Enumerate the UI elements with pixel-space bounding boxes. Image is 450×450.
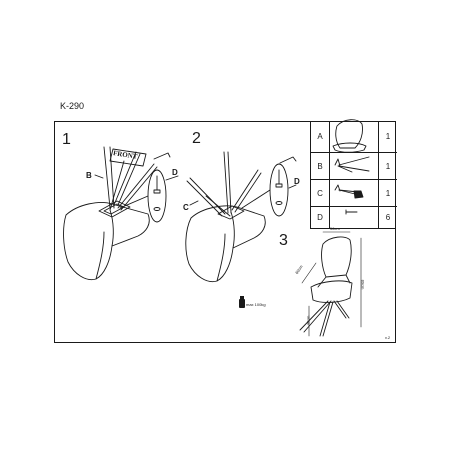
part-c-icon [334,184,364,199]
part-quantity: 1 [385,132,391,141]
step2-legs [186,151,262,217]
parts-table: A 1 B 1 C 1 D 6 [310,121,397,229]
step-1-number: 1 [62,131,71,148]
part-letter: C [317,189,323,198]
step2-detail-oval [241,163,289,217]
parts-row-a: A 1 [311,121,397,153]
part-a-icon [332,119,367,153]
step-2-number: 2 [192,130,201,147]
instruction-frame [54,121,396,343]
step1-chair-seat [63,202,150,281]
max-load-weight-icon [239,296,245,308]
part-letter: B [317,162,323,171]
step2-label-d: D [294,177,300,186]
part-quantity: 1 [385,189,391,198]
max-load-label: max 100kg [246,302,266,307]
step2-label-leaders [189,184,297,206]
parts-row-b: B 1 [311,153,397,180]
step2-label-c: C [183,203,189,212]
step3-dimension-lines [301,231,362,337]
dimension-height: 89cm [360,279,366,290]
version-label: v.2 [385,335,391,340]
part-d-icon [345,209,358,215]
step1-front-tag [109,148,147,167]
part-letter: D [317,213,323,222]
step2-chair-seat [185,205,266,283]
step3-chair-backrest [321,236,352,278]
step2-allen-key [279,156,297,164]
part-quantity: 6 [385,213,391,222]
step1-label-b: B [86,171,92,180]
step3-chair-seat [310,274,353,303]
part-letter: A [317,132,323,141]
step-3-number: 3 [279,232,288,249]
step1-label-leaders [94,174,179,181]
parts-row-c: C 1 [311,180,397,207]
dimension-seat-height: 46cm [305,315,311,326]
step1-label-d: D [172,168,178,177]
step3-legs [299,300,350,337]
model-code: K-290 [60,101,85,111]
part-quantity: 1 [385,162,391,171]
step1-detail-oval [119,169,167,223]
step1-allen-key [153,152,171,160]
step2-base-plate [217,205,245,220]
parts-row-d: D 6 [311,207,397,228]
part-b-icon [334,156,370,173]
